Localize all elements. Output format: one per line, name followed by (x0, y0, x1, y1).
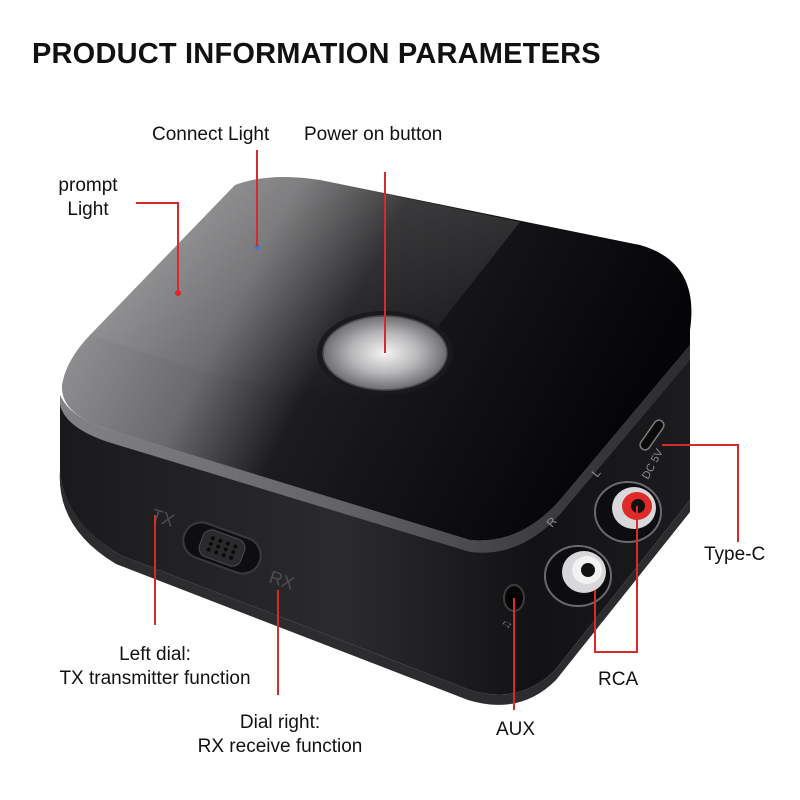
rca-left-port (594, 481, 662, 543)
label-right-dial-line2: RX receive function (197, 736, 363, 757)
label-prompt-light-line1: prompt (58, 175, 118, 196)
leader-type-c (662, 444, 739, 542)
label-power-on-button: Power on button (304, 124, 443, 145)
label-aux: AUX (496, 719, 536, 740)
tx-rx-dial-switch (182, 521, 262, 575)
device-bottom-rim (59, 465, 690, 705)
label-left-dial-line1: Left dial: (119, 644, 191, 665)
label-rca: RCA (598, 669, 639, 690)
page-title: PRODUCT INFORMATION PARAMETERS (32, 38, 601, 70)
rca-right-port (544, 545, 612, 607)
label-connect-light: Connect Light (152, 124, 270, 145)
svg-text:♫: ♫ (500, 619, 513, 631)
label-prompt-light-line2: Light (67, 199, 109, 220)
leader-prompt-light (136, 202, 179, 293)
label-left-dial: Left dial: TX transmitter function (30, 643, 280, 691)
device-edge-band (60, 345, 690, 553)
leader-lines (136, 150, 739, 710)
label-right-dial-line1: Dial right: (239, 712, 321, 733)
type-c-port (639, 419, 665, 451)
label-left-dial-line2: TX transmitter function (59, 668, 251, 689)
label-prompt-light: prompt Light (52, 174, 124, 222)
label-right-dial: Dial right: RX receive function (170, 711, 390, 759)
leader-rca (594, 506, 638, 653)
label-type-c: Type-C (704, 544, 766, 565)
